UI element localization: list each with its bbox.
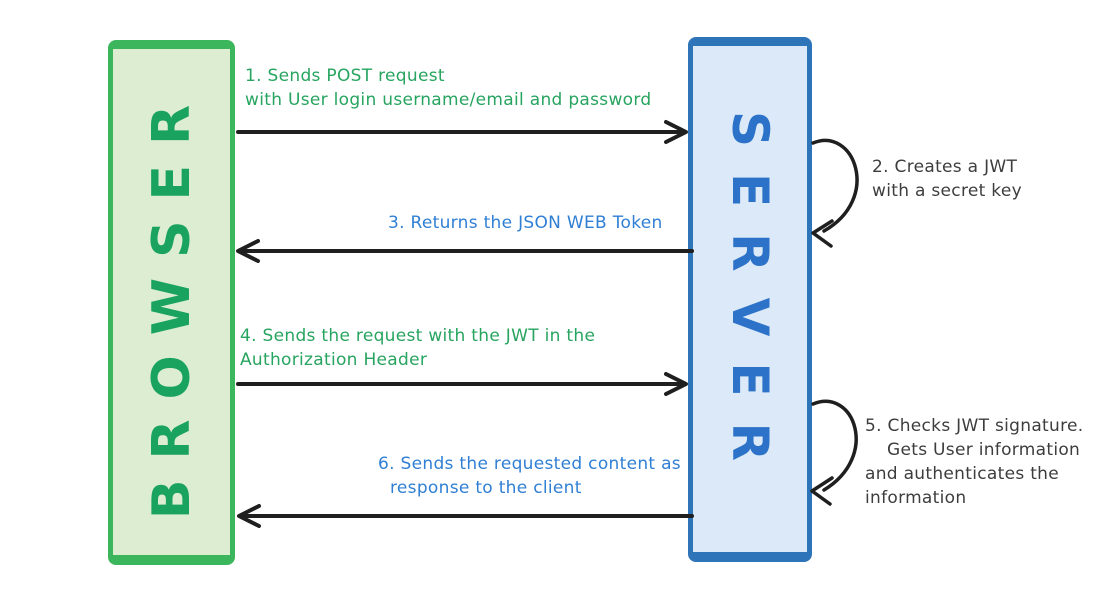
arrow-step3-head-icon	[236, 239, 260, 263]
step6-line2: response to the client	[390, 478, 582, 498]
step1-label: 1. Sends POST request with User login us…	[245, 64, 651, 112]
step4-line1: 4. Sends the request with the JWT in the	[240, 326, 596, 346]
arrow-step6-head-icon	[237, 504, 261, 528]
self-loop-step2	[811, 138, 859, 248]
step5-line1: 5. Checks JWT signature.	[865, 416, 1084, 436]
step5-line4: information	[865, 488, 967, 508]
step4-label: 4. Sends the request with the JWT in the…	[240, 324, 595, 372]
arrow-step3-server-to-browser	[236, 239, 694, 263]
step6-label: 6. Sends the requested content as respon…	[378, 452, 681, 500]
self-loop-step5-head-icon	[810, 476, 834, 506]
step1-line1: 1. Sends POST request	[245, 66, 445, 86]
arrow-step4-head-icon	[664, 372, 688, 396]
self-loop-step2-head-icon	[811, 219, 834, 248]
step2-label: 2. Creates a JWT with a secret key	[872, 155, 1022, 203]
step5-line3: and authenticates the	[865, 464, 1059, 484]
step3-label: 3. Returns the JSON WEB Token	[388, 211, 663, 235]
arrow-step1-head-icon	[664, 120, 688, 144]
step5-label: 5. Checks JWT signature. Gets User infor…	[865, 414, 1083, 510]
self-loop-step2-curve	[811, 138, 859, 233]
step2-line2: with a secret key	[872, 181, 1022, 201]
self-loop-step5-curve	[811, 399, 858, 492]
step1-line2: with User login username/email and passw…	[245, 90, 652, 110]
self-loop-step5	[810, 399, 858, 506]
step4-line2: Authorization Header	[240, 350, 428, 370]
arrow-step6-server-to-browser	[237, 504, 694, 528]
step2-line1: 2. Creates a JWT	[872, 157, 1018, 177]
arrow-step4-browser-to-server	[236, 372, 688, 396]
step3-line1: 3. Returns the JSON WEB Token	[388, 213, 663, 233]
step5-line2: Gets User information	[887, 440, 1081, 460]
arrow-step1-browser-to-server	[236, 120, 688, 144]
step6-line1: 6. Sends the requested content as	[378, 454, 681, 474]
server-actor-box: SERVER	[688, 37, 812, 562]
browser-actor-box: BROWSER	[108, 40, 235, 565]
